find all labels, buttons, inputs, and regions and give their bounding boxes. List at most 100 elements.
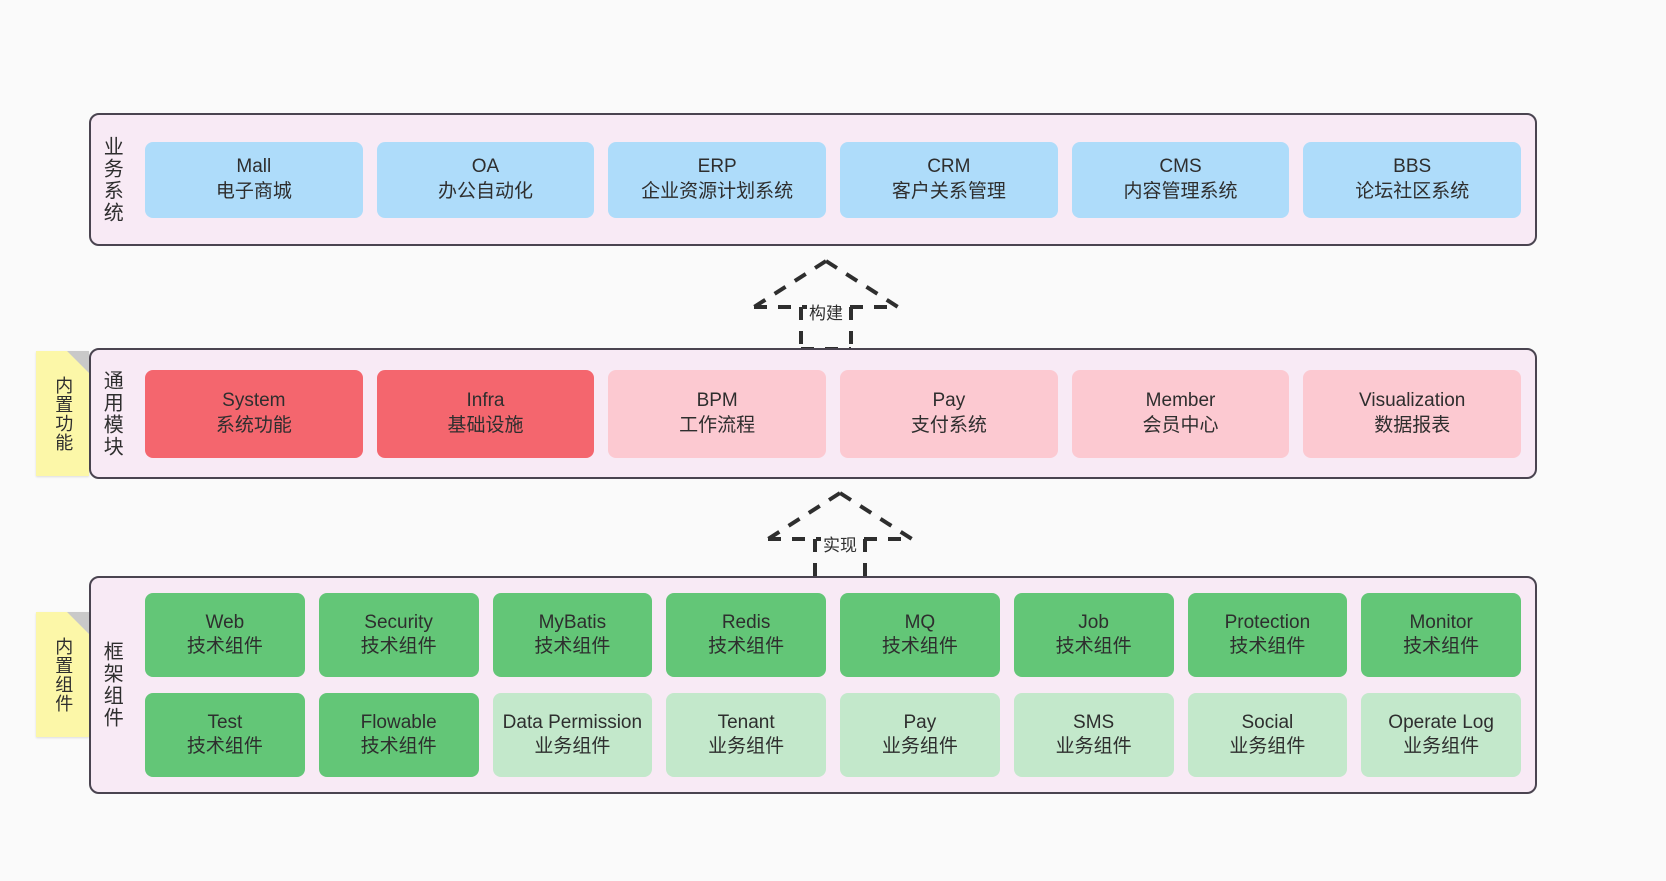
card-title: SMS — [1073, 711, 1115, 733]
connector-label-implement: 实现 — [821, 531, 859, 556]
card-data-permission[interactable]: Data Permission 业务组件 — [492, 693, 653, 777]
card-subtitle: 业务组件 — [1229, 736, 1306, 757]
card-subtitle: 论坛社区系统 — [1355, 180, 1470, 202]
card-sms[interactable]: SMS 业务组件 — [1013, 693, 1174, 777]
folded-corner-icon — [67, 612, 89, 634]
card-mybatis[interactable]: MyBatis 技术组件 — [492, 593, 653, 677]
card-social[interactable]: Social 业务组件 — [1187, 693, 1348, 777]
layer-label-common-modules: 通用模块 — [100, 369, 123, 458]
card-infra[interactable]: Infra 基础设施 — [376, 369, 595, 458]
card-subtitle: 办公自动化 — [438, 180, 534, 202]
card-subtitle: 数据报表 — [1374, 414, 1451, 436]
card-title: BPM — [696, 390, 738, 412]
connector-build: 构建 — [746, 255, 906, 351]
card-test[interactable]: Test 技术组件 — [145, 693, 305, 777]
card-title: Mall — [236, 156, 272, 178]
card-mq[interactable]: MQ 技术组件 — [840, 593, 1000, 677]
card-title: Protection — [1224, 611, 1311, 633]
card-security[interactable]: Security 技术组件 — [318, 593, 479, 677]
card-subtitle: 技术组件 — [881, 636, 958, 657]
card-title: ERP — [697, 156, 737, 178]
card-cms[interactable]: CMS 内容管理系统 — [1071, 141, 1290, 218]
card-subtitle: 内容管理系统 — [1123, 180, 1238, 202]
card-title: Test — [207, 711, 243, 733]
card-redis[interactable]: Redis 技术组件 — [666, 593, 826, 677]
layer-label-framework-components: 框架组件 — [100, 641, 123, 729]
card-crm[interactable]: CRM 客户关系管理 — [840, 141, 1058, 218]
layer-body-common-modules: System 系统功能 Infra 基础设施 BPM 工作流程 Pay 支付系统… — [131, 350, 1535, 477]
card-title: Member — [1145, 390, 1216, 412]
card-pay-component[interactable]: Pay 业务组件 — [840, 693, 1000, 777]
card-title: OA — [471, 156, 500, 178]
card-subtitle: 电子商城 — [215, 180, 292, 202]
card-subtitle: 企业资源计划系统 — [641, 180, 794, 202]
layer-framework-components[interactable]: 框架组件 Web 技术组件 Security 技术组件 MyBatis 技术组件… — [89, 576, 1537, 794]
card-operate-log[interactable]: Operate Log 业务组件 — [1361, 693, 1521, 777]
card-subtitle: 技术组件 — [1403, 636, 1480, 657]
card-subtitle: 系统功能 — [215, 414, 292, 436]
sticky-note-builtin-functions[interactable]: 内置功能 — [36, 351, 89, 476]
card-protection[interactable]: Protection 技术组件 — [1187, 593, 1348, 677]
layer-body-framework-components: Web 技术组件 Security 技术组件 MyBatis 技术组件 Redi… — [131, 578, 1535, 792]
card-system[interactable]: System 系统功能 — [145, 369, 363, 458]
card-monitor[interactable]: Monitor 技术组件 — [1361, 593, 1521, 677]
card-row: Test 技术组件 Flowable 技术组件 Data Permission … — [145, 693, 1521, 777]
layer-business-system[interactable]: 业务系统 Mall 电子商城 OA 办公自动化 ERP 企业资源计划系统 CRM… — [89, 113, 1537, 246]
card-subtitle: 基础设施 — [447, 414, 524, 436]
card-web[interactable]: Web 技术组件 — [145, 593, 305, 677]
layer-common-modules[interactable]: 通用模块 System 系统功能 Infra 基础设施 BPM 工作流程 Pay… — [89, 348, 1537, 479]
card-subtitle: 技术组件 — [1229, 636, 1306, 657]
layer-body-business-system: Mall 电子商城 OA 办公自动化 ERP 企业资源计划系统 CRM 客户关系… — [131, 115, 1535, 244]
card-bbs[interactable]: BBS 论坛社区系统 — [1303, 141, 1522, 218]
card-subtitle: 客户关系管理 — [891, 180, 1006, 202]
card-subtitle: 业务组件 — [534, 736, 611, 757]
card-title: Data Permission — [502, 711, 643, 733]
connector-label-build: 构建 — [807, 299, 845, 324]
card-bpm[interactable]: BPM 工作流程 — [608, 369, 827, 458]
card-subtitle: 业务组件 — [1055, 736, 1132, 757]
card-title: CMS — [1159, 156, 1202, 178]
card-subtitle: 支付系统 — [910, 414, 987, 436]
card-subtitle: 技术组件 — [186, 736, 263, 757]
card-mall[interactable]: Mall 电子商城 — [145, 141, 363, 218]
sticky-note-label: 内置功能 — [53, 375, 74, 452]
card-title: Tenant — [717, 711, 775, 733]
card-title: Social — [1241, 711, 1294, 733]
card-title: Job — [1078, 611, 1109, 633]
card-pay-module[interactable]: Pay 支付系统 — [840, 369, 1058, 458]
card-title: BBS — [1393, 156, 1432, 178]
card-subtitle: 技术组件 — [708, 636, 785, 657]
card-title: Infra — [466, 390, 505, 412]
card-tenant[interactable]: Tenant 业务组件 — [666, 693, 826, 777]
card-subtitle: 业务组件 — [881, 736, 958, 757]
card-subtitle: 工作流程 — [679, 414, 756, 436]
card-title: CRM — [927, 156, 971, 178]
card-title: Flowable — [360, 711, 437, 733]
card-erp[interactable]: ERP 企业资源计划系统 — [608, 141, 827, 218]
card-visualization[interactable]: Visualization 数据报表 — [1303, 369, 1522, 458]
card-subtitle: 技术组件 — [186, 636, 263, 657]
card-row: Web 技术组件 Security 技术组件 MyBatis 技术组件 Redi… — [145, 593, 1521, 677]
card-oa[interactable]: OA 办公自动化 — [376, 141, 595, 218]
sticky-note-builtin-components[interactable]: 内置组件 — [36, 612, 89, 737]
connector-implement: 实现 — [760, 487, 920, 583]
card-title: Redis — [721, 611, 771, 633]
card-job[interactable]: Job 技术组件 — [1013, 593, 1174, 677]
card-subtitle: 技术组件 — [360, 636, 437, 657]
card-title: System — [222, 390, 286, 412]
card-row: Mall 电子商城 OA 办公自动化 ERP 企业资源计划系统 CRM 客户关系… — [145, 141, 1522, 218]
folded-corner-icon — [67, 351, 89, 373]
card-flowable[interactable]: Flowable 技术组件 — [318, 693, 479, 777]
card-subtitle: 业务组件 — [708, 736, 785, 757]
card-title: MQ — [904, 611, 936, 633]
card-subtitle: 技术组件 — [534, 636, 611, 657]
card-title: Pay — [932, 390, 966, 412]
card-title: Monitor — [1409, 611, 1473, 633]
layer-label-business-system: 业务系统 — [100, 135, 123, 224]
card-title: Operate Log — [1388, 711, 1494, 733]
card-subtitle: 技术组件 — [1055, 636, 1132, 657]
card-member[interactable]: Member 会员中心 — [1071, 369, 1290, 458]
card-title: Web — [205, 611, 245, 633]
sticky-note-label: 内置组件 — [53, 636, 74, 713]
